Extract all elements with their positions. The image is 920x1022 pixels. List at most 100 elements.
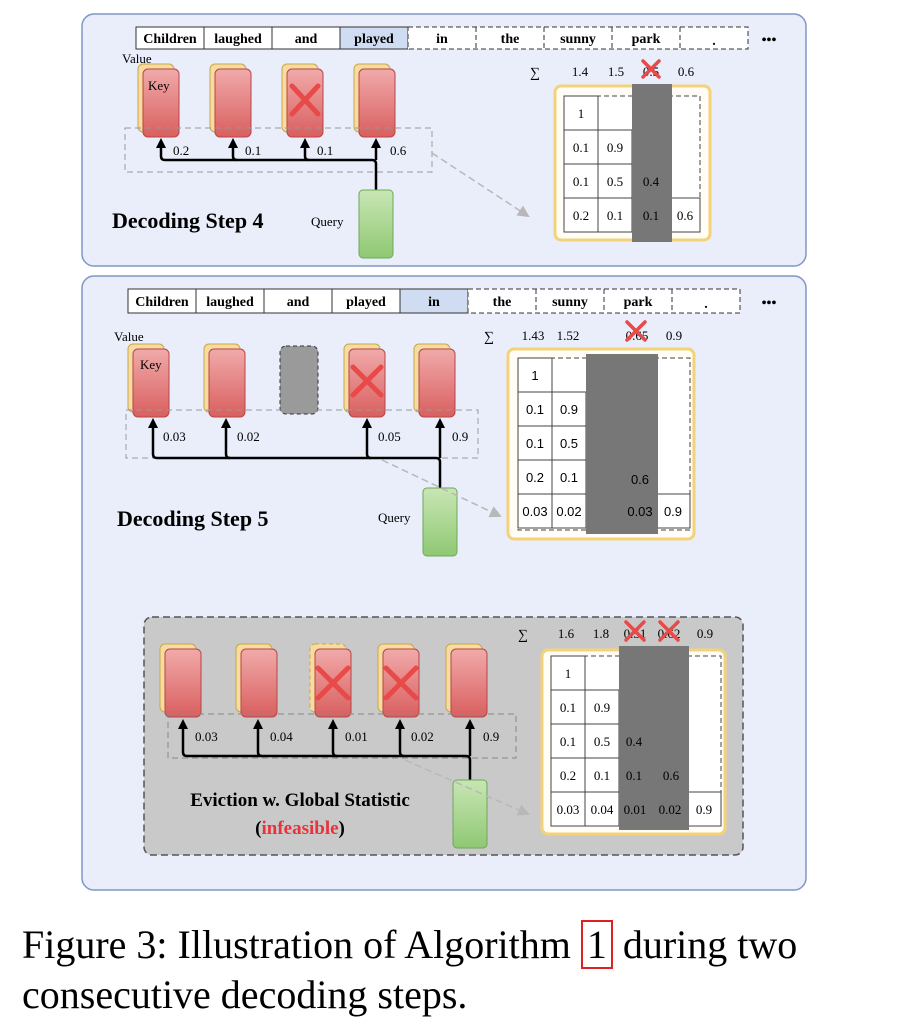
- infeasible-note: (infeasible): [255, 818, 345, 839]
- svg-text:0.02: 0.02: [659, 802, 682, 817]
- evict-cross-icon: [289, 83, 321, 117]
- token-current: played: [354, 32, 394, 47]
- evict-cross-icon: [624, 620, 646, 642]
- attention-weight: 0.2: [173, 143, 189, 158]
- column-sum: 0.9: [666, 328, 682, 343]
- token: laughed: [214, 32, 262, 47]
- query-vector: [358, 189, 394, 259]
- svg-text:0.1: 0.1: [526, 402, 544, 417]
- algorithm-ref-link[interactable]: 1: [580, 920, 613, 969]
- svg-text:0.04: 0.04: [591, 802, 614, 817]
- svg-text:0.5: 0.5: [560, 436, 578, 451]
- token: Children: [135, 295, 189, 310]
- svg-text:0.1: 0.1: [560, 470, 578, 485]
- step4-token-row: Children laughed and played in the sunny…: [135, 26, 777, 50]
- column-sum: 0.9: [697, 626, 713, 641]
- step5-panel: Children laughed and played in the sunny…: [81, 275, 807, 891]
- svg-text:0.03: 0.03: [627, 504, 652, 519]
- attention-weight: 0.9: [483, 729, 499, 744]
- attention-weight: 0.01: [345, 729, 368, 744]
- token: sunny: [552, 295, 588, 310]
- svg-text:0.1: 0.1: [573, 140, 589, 155]
- column-sum: 1.6: [558, 626, 575, 641]
- evict-cross-icon: [625, 320, 647, 342]
- token: the: [493, 295, 512, 310]
- query-vector: [422, 487, 458, 557]
- key-label: Key: [148, 78, 170, 93]
- global-attention-matrix: 1 0.1 0.9 0.1 0.5 0.4 0.2 0.1 0.1 0.6 0.…: [540, 646, 727, 836]
- svg-text:0.1: 0.1: [607, 208, 623, 223]
- token: sunny: [560, 32, 596, 47]
- svg-text:0.1: 0.1: [643, 208, 659, 223]
- evicted-column: [632, 84, 672, 242]
- attention-weight: 0.02: [237, 429, 260, 444]
- step5-attention-arrows: [148, 418, 445, 488]
- evicted-kv-placeholder: [279, 345, 319, 415]
- attention-weight: 0.05: [378, 429, 401, 444]
- sigma-icon: ∑: [530, 66, 540, 81]
- evict-cross-icon: [383, 665, 419, 701]
- token: .: [712, 34, 716, 49]
- svg-text:0.2: 0.2: [573, 208, 589, 223]
- svg-text:0.1: 0.1: [594, 768, 610, 783]
- query-label: Query: [378, 510, 411, 525]
- query-vector: [452, 779, 488, 849]
- svg-text:0.4: 0.4: [643, 174, 660, 189]
- svg-text:0.9: 0.9: [560, 402, 578, 417]
- token: played: [346, 295, 386, 310]
- column-sum: 1.8: [593, 626, 609, 641]
- step4-panel: Children laughed and played in the sunny…: [81, 13, 807, 267]
- ellipsis: •••: [762, 33, 777, 48]
- token: .: [704, 297, 708, 312]
- attention-weight: 0.1: [245, 143, 261, 158]
- step4-attention-arrows: [156, 138, 381, 190]
- attention-weight: 0.03: [163, 429, 186, 444]
- evicted-column: [619, 646, 689, 830]
- token: and: [295, 32, 318, 47]
- svg-text:0.03: 0.03: [557, 802, 580, 817]
- column-sum: 0.6: [678, 64, 695, 79]
- svg-text:0.9: 0.9: [607, 140, 623, 155]
- key-label: Key: [140, 357, 162, 372]
- svg-text:0.1: 0.1: [526, 436, 544, 451]
- svg-text:0.4: 0.4: [626, 734, 643, 749]
- global-kv-cache: [159, 643, 488, 718]
- svg-text:0.1: 0.1: [560, 700, 576, 715]
- column-sum: 1.4: [572, 64, 589, 79]
- svg-text:0.9: 0.9: [664, 504, 682, 519]
- column-sum: 1.43: [522, 328, 545, 343]
- token: park: [624, 295, 653, 310]
- figure-caption: Figure 3: Illustration of Algorithm 1 du…: [22, 920, 798, 1017]
- step5-title: Decoding Step 5: [117, 506, 269, 531]
- attention-weight: 0.1: [317, 143, 333, 158]
- sigma-icon: ∑: [484, 330, 494, 345]
- svg-text:0.1: 0.1: [626, 768, 642, 783]
- svg-text:0.2: 0.2: [560, 768, 576, 783]
- svg-text:0.6: 0.6: [631, 472, 649, 487]
- global-title: Eviction w. Global Statistic: [190, 790, 410, 811]
- token: laughed: [206, 295, 254, 310]
- global-statistic-panel: 0.03 0.04 0.01 0.02 0.9 Eviction w. Glob…: [143, 616, 744, 856]
- column-sum: 1.52: [557, 328, 580, 343]
- svg-text:0.5: 0.5: [594, 734, 610, 749]
- ellipsis: •••: [762, 296, 777, 311]
- step5-attention-matrix: 1 0.1 0.9 0.1 0.5 0.2 0.1 0.6 0.03 0.02 …: [506, 347, 696, 541]
- svg-text:0.5: 0.5: [607, 174, 623, 189]
- svg-text:0.9: 0.9: [696, 802, 712, 817]
- token: park: [632, 32, 661, 47]
- query-label: Query: [311, 214, 344, 229]
- step4-attention-matrix: 1 0.1 0.9 0.1 0.5 0.4 0.2 0.1 0.1 0.6: [553, 84, 712, 242]
- column-sum: 1.5: [608, 64, 624, 79]
- evict-cross-icon: [658, 620, 680, 642]
- svg-text:0.1: 0.1: [573, 174, 589, 189]
- token: the: [501, 32, 520, 47]
- token-current: in: [428, 295, 440, 310]
- svg-text:0.1: 0.1: [560, 734, 576, 749]
- svg-text:0.9: 0.9: [594, 700, 610, 715]
- token: Children: [143, 32, 197, 47]
- attention-weight: 0.04: [270, 729, 293, 744]
- svg-text:0.01: 0.01: [624, 802, 647, 817]
- value-label: Value: [114, 329, 144, 344]
- value-label: Value: [122, 51, 152, 66]
- svg-text:1: 1: [531, 368, 538, 383]
